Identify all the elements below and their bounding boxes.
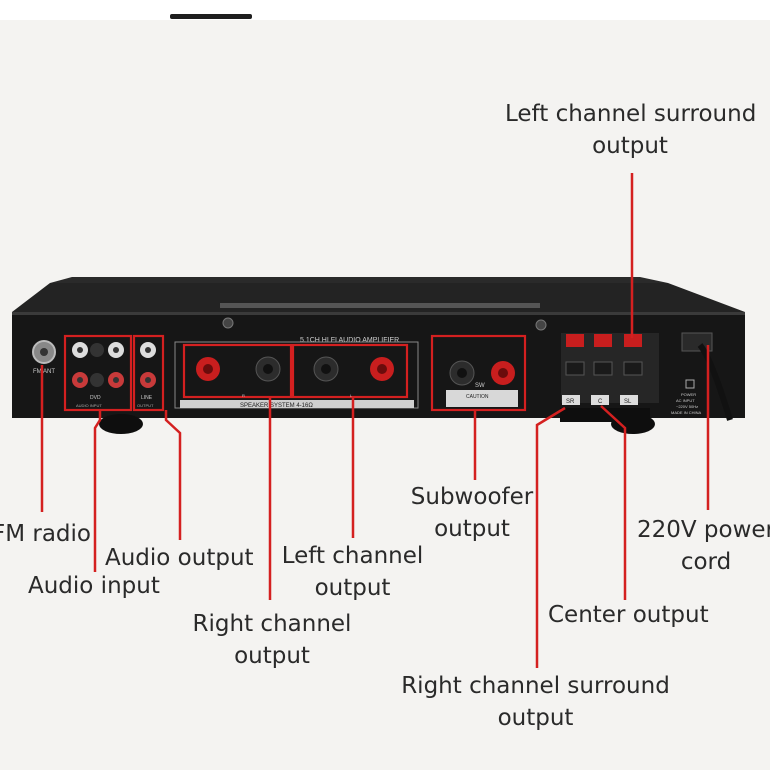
label-audio-output: Audio output bbox=[105, 545, 254, 571]
speaker-system-tag: SPEAKER SYSTEM 4-16Ω bbox=[240, 403, 313, 409]
callout-lines bbox=[40, 173, 710, 668]
model-title: 5.1CH HI FI AUDIO AMPLIFIER bbox=[300, 337, 399, 344]
callout-box-right-channel bbox=[182, 343, 293, 399]
rca-line-output-jacks bbox=[140, 342, 156, 388]
label-left-channel: Left channel output bbox=[281, 543, 424, 601]
c-tag: C bbox=[598, 399, 603, 405]
audio-input-tag: AUDIO INPUT bbox=[76, 403, 102, 408]
ac-input-tag: AC INPUT bbox=[676, 398, 695, 403]
screw bbox=[535, 319, 547, 331]
label-center-output: Center output bbox=[548, 602, 709, 628]
amplifier-foot bbox=[99, 414, 143, 434]
r-tag: R bbox=[242, 393, 245, 398]
label-left-surround: Left channel surround output bbox=[505, 101, 757, 159]
left-channel-terminals bbox=[313, 356, 394, 382]
rca-audio-input-jacks bbox=[72, 342, 124, 388]
voltage-tag: ~220V 50Hz bbox=[676, 404, 698, 409]
label-right-channel: Right channel output bbox=[192, 611, 352, 669]
sr-tag: SR bbox=[566, 399, 575, 405]
dvd-tag: DVD bbox=[90, 395, 101, 401]
callout-box-audio-output bbox=[132, 334, 165, 412]
callout-box-audio-input bbox=[63, 334, 133, 412]
callout-box-subwoofer bbox=[430, 334, 527, 412]
line-tag: LINE bbox=[141, 395, 153, 401]
label-subwoofer: Subwoofer output bbox=[410, 484, 534, 542]
label-audio-input: Audio input bbox=[28, 573, 160, 599]
amplifier-top-cover bbox=[50, 277, 668, 283]
output-tag: OUTPUT bbox=[137, 403, 154, 408]
label-power-cord: 220V power cord bbox=[636, 517, 770, 575]
subwoofer-terminals bbox=[449, 360, 515, 386]
sw-tag: SW bbox=[475, 383, 485, 389]
ventilation-slots bbox=[220, 303, 540, 308]
right-channel-terminals bbox=[196, 356, 281, 382]
fm-ant-tag: FM ANT bbox=[33, 369, 55, 375]
callout-box-left-channel bbox=[291, 343, 409, 399]
drag-handle[interactable] bbox=[170, 14, 252, 19]
l-tag: L bbox=[350, 393, 353, 398]
power-tag: POWER bbox=[681, 392, 696, 397]
label-right-surround: Right channel surround output bbox=[401, 673, 670, 731]
made-in-tag: MADE IN CHINA bbox=[671, 410, 702, 415]
surround-center-terminals bbox=[561, 333, 659, 403]
sl-tag: SL bbox=[624, 399, 632, 405]
power-cord bbox=[697, 343, 733, 421]
amplifier-top-slope bbox=[12, 283, 745, 312]
caution-tag: CAUTION bbox=[466, 394, 489, 400]
screw bbox=[222, 317, 234, 329]
label-fm-radio: FM radio bbox=[0, 521, 91, 547]
